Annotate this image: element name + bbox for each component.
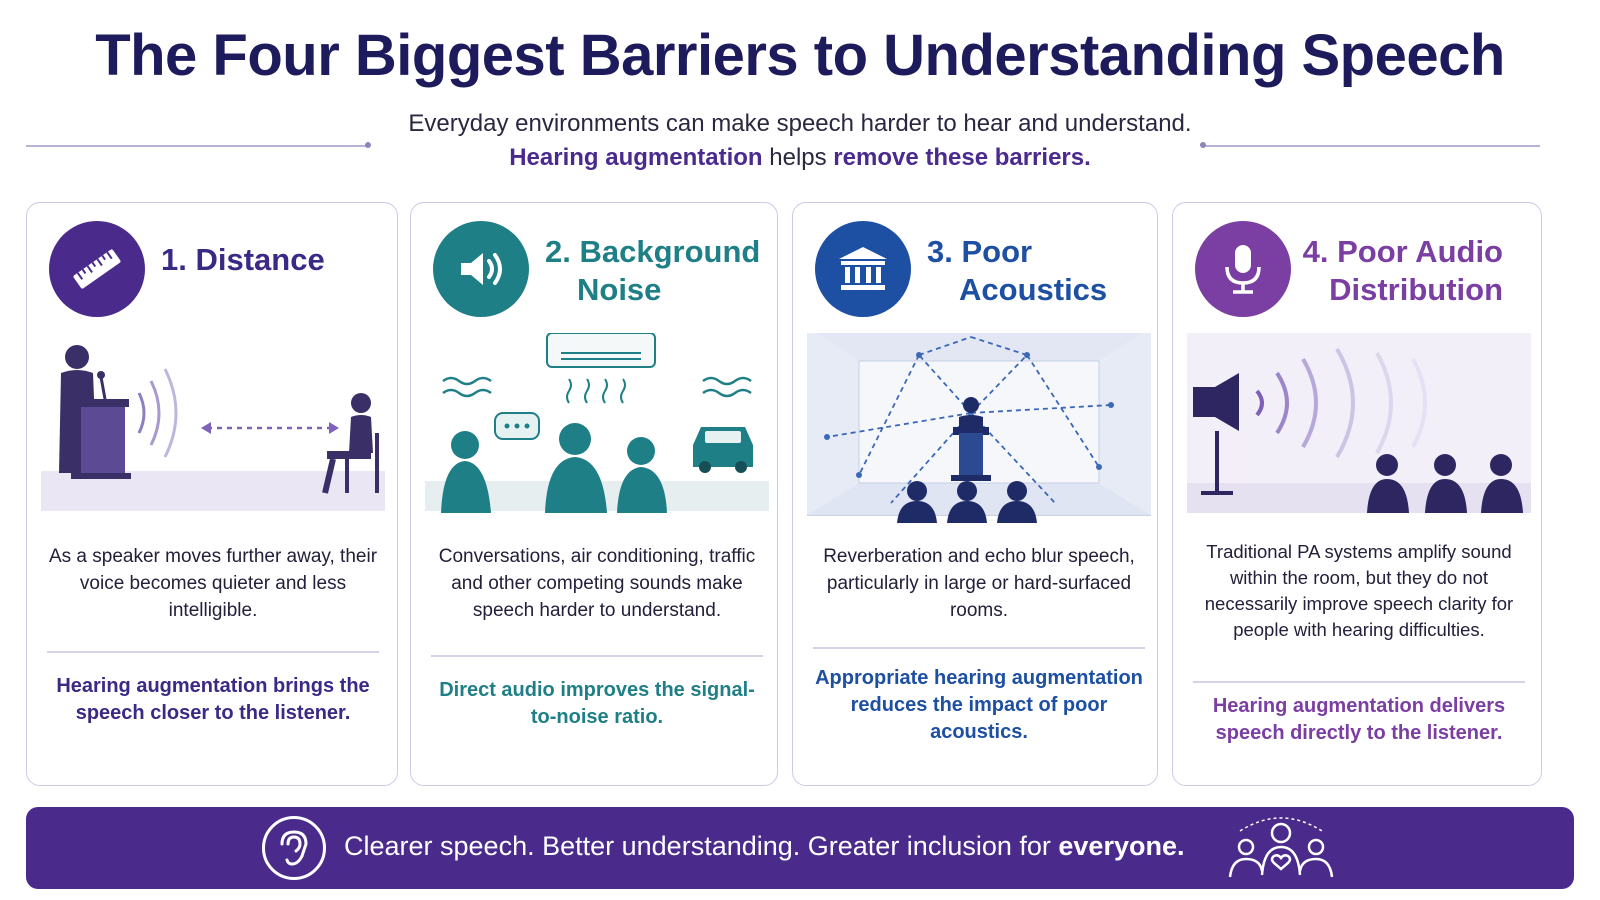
noise-illustration bbox=[425, 333, 769, 513]
distance-illustration bbox=[41, 345, 385, 511]
card-header: 4. Poor Audio Distribution bbox=[1173, 203, 1541, 333]
card-title-line2: Acoustics bbox=[959, 272, 1108, 307]
card-benefit: Hearing augmentation delivers speech dir… bbox=[1212, 695, 1506, 744]
card-title-line1: 3. Poor bbox=[927, 234, 1033, 269]
left-rule-dot bbox=[365, 142, 371, 148]
card-description: Traditional PA systems amplify sound wit… bbox=[1204, 541, 1514, 640]
distribution-illustration bbox=[1187, 333, 1531, 513]
subtitle-highlight: Hearing augmentation helps remove these … bbox=[0, 144, 1600, 172]
card-divider bbox=[431, 655, 763, 657]
footer-emphasis: everyone. bbox=[1058, 831, 1185, 861]
footer-text: Clearer speech. Better understanding. Gr… bbox=[344, 831, 1059, 861]
card-title: 2. Background Noise bbox=[545, 233, 760, 309]
subtitle-hl-1: Hearing augmentation bbox=[509, 144, 763, 171]
card-poor-audio-distribution: 4. Poor Audio Distribution Traditional P… bbox=[1172, 202, 1542, 786]
ruler-icon bbox=[49, 221, 145, 317]
footer-banner: Clearer speech. Better understanding. Gr… bbox=[26, 807, 1574, 889]
building-icon bbox=[815, 221, 911, 317]
page-title: The Four Biggest Barriers to Understandi… bbox=[95, 23, 1505, 88]
card-divider bbox=[1193, 681, 1525, 683]
card-benefit: Appropriate hearing augmentation reduces… bbox=[815, 667, 1143, 743]
card-description: Reverberation and echo blur speech, part… bbox=[823, 546, 1135, 621]
card-divider bbox=[813, 647, 1145, 649]
card-divider bbox=[47, 651, 379, 653]
card-benefit: Hearing augmentation brings the speech c… bbox=[56, 675, 370, 724]
card-description: Conversations, air conditioning, traffic… bbox=[438, 546, 756, 621]
right-rule bbox=[1204, 145, 1540, 147]
card-poor-acoustics: 3. Poor Acoustics bbox=[792, 202, 1158, 786]
card-header: 3. Poor Acoustics bbox=[793, 203, 1157, 333]
card-header: 1. Distance bbox=[27, 203, 397, 333]
subtitle: Everyday environments can make speech ha… bbox=[408, 110, 1192, 137]
card-description: As a speaker moves further away, their v… bbox=[48, 546, 378, 621]
card-title-line1: 2. Background bbox=[545, 234, 761, 269]
right-rule-dot bbox=[1200, 142, 1206, 148]
card-distance: 1. Distance As a speaker moves further a… bbox=[26, 202, 398, 786]
card-title: 4. Poor Audio Distribution bbox=[1293, 233, 1503, 309]
subtitle-hl-2: remove these barriers. bbox=[833, 144, 1091, 171]
card-title-line1: 1. Distance bbox=[161, 242, 325, 277]
community-icon bbox=[1228, 817, 1334, 878]
acoustics-illustration bbox=[807, 333, 1151, 523]
card-title: 1. Distance bbox=[161, 241, 325, 279]
subtitle-mid: helps bbox=[762, 144, 834, 171]
card-title: 3. Poor Acoustics bbox=[927, 233, 1107, 309]
ear-icon bbox=[262, 816, 326, 880]
card-header: 2. Background Noise bbox=[411, 203, 777, 333]
card-benefit: Direct audio improves the signal-to-nois… bbox=[439, 679, 755, 728]
card-title-line2: Distribution bbox=[1329, 272, 1503, 307]
microphone-icon bbox=[1195, 221, 1291, 317]
card-title-line1: 4. Poor Audio bbox=[1302, 234, 1503, 269]
card-background-noise: 2. Background Noise Conversati bbox=[410, 202, 778, 786]
speaker-icon bbox=[433, 221, 529, 317]
footer-tagline: Clearer speech. Better understanding. Gr… bbox=[344, 831, 1184, 862]
card-title-line2: Noise bbox=[577, 272, 662, 307]
left-rule bbox=[26, 145, 368, 147]
